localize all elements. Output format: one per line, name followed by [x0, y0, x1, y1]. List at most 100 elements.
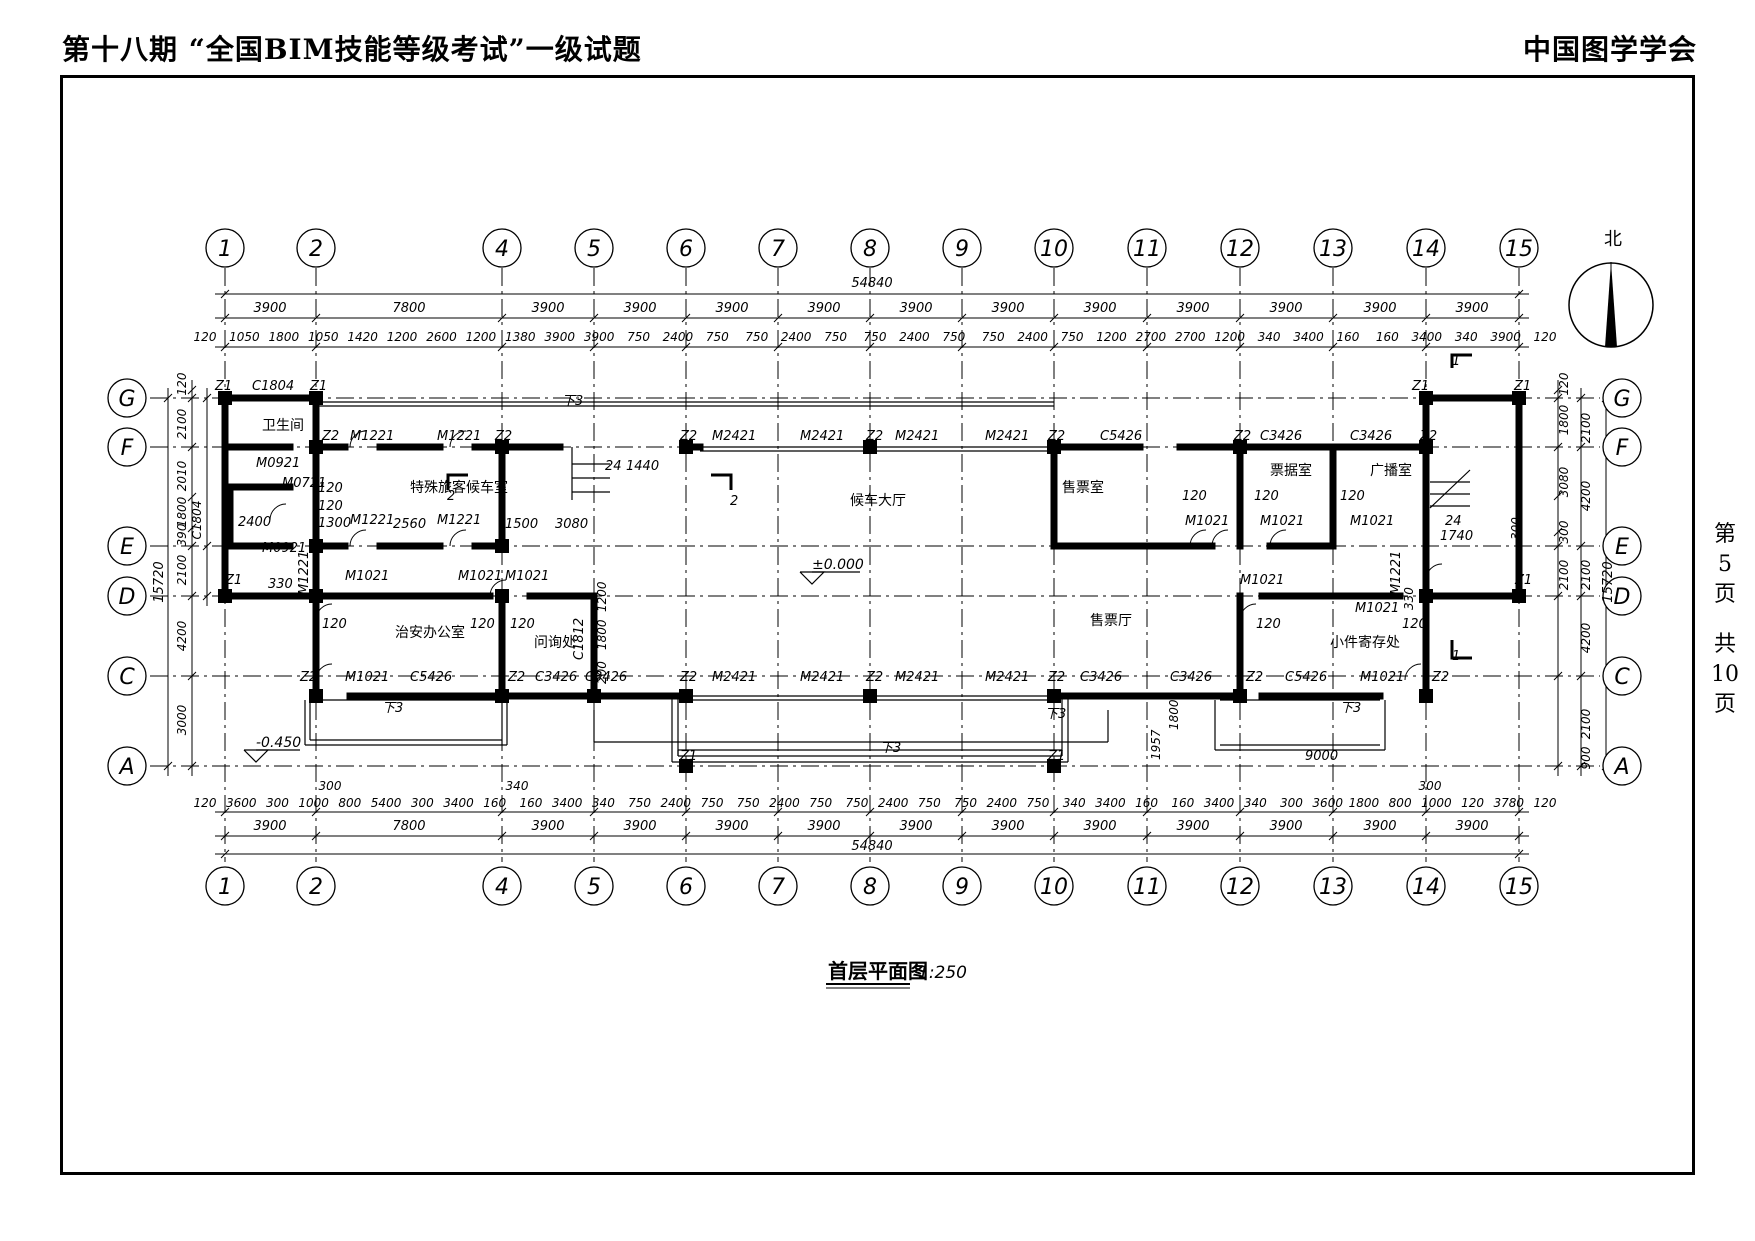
dim-tick [1514, 313, 1524, 323]
axis-label: 10 [1040, 237, 1068, 262]
bottom-detail-dim: 300 [266, 796, 289, 810]
top-detail-dim: 1200 [387, 330, 418, 344]
dim-tick [865, 313, 875, 323]
axis-bubble [1602, 746, 1642, 786]
column [679, 440, 693, 454]
columns [218, 391, 1526, 773]
top-detail-dim: 750 [745, 330, 768, 344]
north-arrow: 北 [1568, 229, 1654, 348]
dim-tick [187, 492, 197, 502]
axis-label: 11 [1133, 237, 1161, 262]
dim-tick [497, 313, 507, 323]
plan-tag: C3426 [535, 670, 577, 685]
bottom-detail-dim: 3400 [1204, 796, 1235, 810]
total-suffix: 页 [1713, 692, 1736, 717]
column [1233, 440, 1247, 454]
left-dim: 2010 [175, 460, 189, 491]
dim-tick [220, 289, 230, 299]
column [863, 689, 877, 703]
plan-tag: Z2 [507, 670, 525, 685]
dim-tick [1049, 807, 1059, 817]
dim-tick [187, 591, 197, 601]
plan-tag: M1221 [437, 513, 481, 528]
bottom-detail-dim: 160 [1171, 796, 1194, 810]
bottom-detail-dim: 750 [628, 796, 651, 810]
dim-tick [1576, 591, 1586, 601]
plan-tag: M1221 [350, 429, 394, 444]
bottom-extra-dim: 340 [506, 779, 529, 793]
plan-tag: 120 [1340, 489, 1365, 504]
dim-tick [220, 831, 230, 841]
top-detail-dim: 340 [1258, 330, 1281, 344]
plan-tag: 9000 [1305, 749, 1338, 764]
plan-tag: Z1 [1513, 379, 1531, 394]
bottom-detail-dim: 160 [483, 796, 506, 810]
bottom-bay-dim: 3900 [531, 819, 564, 834]
column [309, 689, 323, 703]
plan-tag: Z1 [679, 749, 697, 764]
column [1047, 759, 1061, 773]
plan-tag: M1021 [345, 670, 389, 685]
axis-label: 1 [218, 237, 232, 262]
plan-tag: M2421 [712, 429, 756, 444]
drawing-frame [60, 75, 1695, 1175]
top-detail-dim: 1380 [505, 330, 536, 344]
room-name: 治安办公室 [395, 624, 465, 641]
dim-tick [187, 671, 197, 681]
dim-tick [202, 393, 212, 403]
top-detail-dim: 1800 [269, 330, 300, 344]
top-bay-dim: 3900 [623, 301, 656, 316]
bottom-detail-dim: 3780 [1494, 796, 1525, 810]
top-detail-dim: 160 [1376, 330, 1399, 344]
dim-tick [1142, 313, 1152, 323]
bottom-detail-dim: 2400 [769, 796, 800, 810]
plan-tag: Z1 [1411, 379, 1429, 394]
page-prefix: 第 [1713, 522, 1736, 547]
dim-tick [589, 807, 599, 817]
door-swing [315, 663, 333, 681]
room-name: 卫生间 [262, 418, 304, 434]
bottom-detail-dim: 750 [845, 796, 868, 810]
dim-tick [220, 807, 230, 817]
dim-tick [773, 831, 783, 841]
top-detail-dim: 2700 [1175, 330, 1206, 344]
axis-bubble [666, 866, 706, 906]
axis-label: F [121, 436, 134, 461]
level-outside: -0.450 [243, 735, 301, 763]
plan-tag: 24 [1445, 514, 1462, 529]
column [218, 391, 232, 405]
bottom-bay-dim: 3900 [1455, 819, 1488, 834]
plan-tag: Z2 [1047, 429, 1065, 444]
column [1419, 440, 1433, 454]
bottom-bay-dim: 3900 [1269, 819, 1302, 834]
top-detail-dim: 2700 [1136, 330, 1167, 344]
room-name: 票据室 [1270, 462, 1312, 479]
dim-tick [1421, 313, 1431, 323]
door-swing [1404, 663, 1422, 681]
top-bay-dim: 7800 [392, 301, 425, 316]
bottom-bay-dim: 3900 [807, 819, 840, 834]
axis-label: E [1615, 535, 1629, 560]
dim-tick [1514, 831, 1524, 841]
dim-tick [1328, 342, 1338, 352]
axis-label: 9 [955, 875, 969, 900]
column [1047, 689, 1061, 703]
axis-label: D [119, 585, 136, 610]
plan-tag: Z2 [679, 429, 697, 444]
plan-tag: 下3 [1340, 701, 1361, 716]
column [1419, 689, 1433, 703]
axis-bubble [107, 526, 147, 566]
axis-label: 15 [1505, 237, 1533, 262]
plan-tag: M0721 [282, 476, 326, 491]
plan-tag: Z2 [1047, 670, 1065, 685]
top-detail-dim: 750 [864, 330, 887, 344]
plan-tag: 2560 [393, 517, 426, 532]
plan-tag: 下3 [562, 394, 583, 409]
plan-tag: Z1 [224, 573, 242, 588]
dim-tick [311, 313, 321, 323]
plan-tag: M1021 [1360, 670, 1404, 685]
axis-label: 2 [309, 237, 323, 262]
plan-tag: 2 [730, 494, 738, 509]
bottom-detail-dim: 3400 [1095, 796, 1126, 810]
bottom-bay-dim: 3900 [899, 819, 932, 834]
